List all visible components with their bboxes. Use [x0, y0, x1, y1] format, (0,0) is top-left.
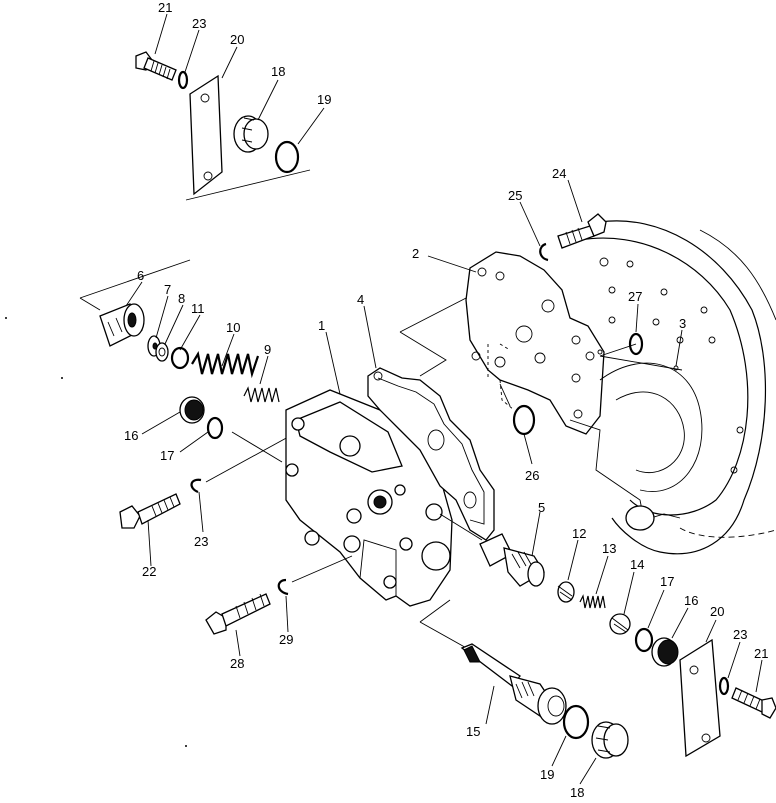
valve-body-1	[285, 389, 453, 607]
callout-6: 6	[137, 268, 144, 283]
spring-seat-12	[557, 581, 575, 603]
bolt-24	[557, 213, 607, 249]
o-ring-27	[628, 332, 644, 356]
callout-19-bottom: 19	[540, 767, 554, 782]
washer-25	[539, 242, 549, 262]
callout-9: 9	[264, 342, 271, 357]
o-ring-19-bottom	[562, 704, 590, 740]
plug-16-right	[651, 637, 679, 667]
washer-29	[277, 578, 289, 596]
plate-20-right	[679, 638, 721, 758]
callout-17-left: 17	[160, 448, 174, 463]
callout-5: 5	[538, 500, 545, 515]
callout-23-top: 23	[192, 16, 206, 31]
o-ring-11	[170, 346, 190, 370]
o-ring-17-right	[634, 627, 654, 653]
assembly-line-23	[205, 435, 291, 483]
assembly-line-15	[419, 599, 471, 651]
callout-18-top: 18	[271, 64, 285, 79]
leader-plate-to-body	[185, 169, 311, 201]
callout-3: 3	[679, 316, 686, 331]
assembly-line-29	[291, 555, 353, 583]
callout-29: 29	[279, 632, 293, 647]
assembly-line-5	[439, 513, 483, 541]
plate-20-top	[189, 74, 223, 196]
leader-lines	[125, 13, 763, 785]
gasket-4	[367, 367, 495, 541]
callout-13: 13	[602, 541, 616, 556]
assembly-line-26	[499, 383, 511, 407]
o-ring-26	[512, 404, 536, 436]
spool-5	[479, 533, 545, 587]
plug-18-top	[233, 115, 269, 153]
bolt-28	[205, 593, 271, 635]
bolt-21-right	[731, 687, 776, 719]
spool-15	[460, 643, 567, 725]
callout-27: 27	[628, 289, 642, 304]
callout-23-right: 23	[733, 627, 747, 642]
washer-8	[155, 342, 169, 362]
callout-26: 26	[525, 468, 539, 483]
o-ring-19-top	[274, 140, 300, 174]
plug-16-left	[179, 396, 205, 424]
callout-21-right: 21	[754, 646, 768, 661]
spring-13	[579, 594, 606, 609]
assembly-line-gasket	[399, 295, 471, 377]
callout-17-right: 17	[660, 574, 674, 589]
callout-19-top: 19	[317, 92, 331, 107]
speck	[185, 745, 187, 747]
callout-22: 22	[142, 564, 156, 579]
callout-25: 25	[508, 188, 522, 203]
callout-16-left: 16	[124, 428, 138, 443]
washer-23-top	[177, 70, 189, 90]
o-ring-17-left	[206, 416, 224, 440]
stopper-14	[609, 613, 631, 635]
spring-10	[191, 350, 260, 379]
callout-18-bottom: 18	[570, 785, 584, 798]
callout-23-left: 23	[194, 534, 208, 549]
callout-20-right: 20	[710, 604, 724, 619]
callout-20-top: 20	[230, 32, 244, 47]
washer-23-right	[718, 676, 730, 696]
callout-2: 2	[412, 246, 419, 261]
callout-16-right: 16	[684, 593, 698, 608]
leader-3	[599, 343, 683, 371]
bolt-22	[119, 493, 181, 529]
callout-28: 28	[230, 656, 244, 671]
callout-11: 11	[191, 301, 205, 316]
bolt-21-top	[135, 51, 177, 81]
cover-2	[465, 251, 605, 435]
washer-23-left	[190, 478, 202, 494]
callout-1: 1	[318, 318, 325, 333]
sleeve-6	[99, 303, 145, 347]
assembly-line-17	[231, 431, 283, 463]
callout-12: 12	[572, 526, 586, 541]
callout-labels: 21 23 20 18 19 6 7 8 11 10 9 1 4 2 25 24…	[124, 0, 768, 800]
callout-21-top: 21	[158, 0, 172, 15]
callout-4: 4	[357, 292, 364, 307]
spring-9	[243, 386, 280, 403]
assembly-line-6	[79, 259, 191, 311]
speck	[5, 317, 7, 319]
pump-housing	[569, 220, 776, 555]
callout-7: 7	[164, 282, 171, 297]
plug-18-bottom	[591, 721, 629, 759]
callout-15: 15	[466, 724, 480, 739]
callout-24: 24	[552, 166, 566, 181]
callout-14: 14	[630, 557, 644, 572]
speck	[61, 377, 63, 379]
callout-8: 8	[178, 291, 185, 306]
callout-10: 10	[226, 320, 240, 335]
